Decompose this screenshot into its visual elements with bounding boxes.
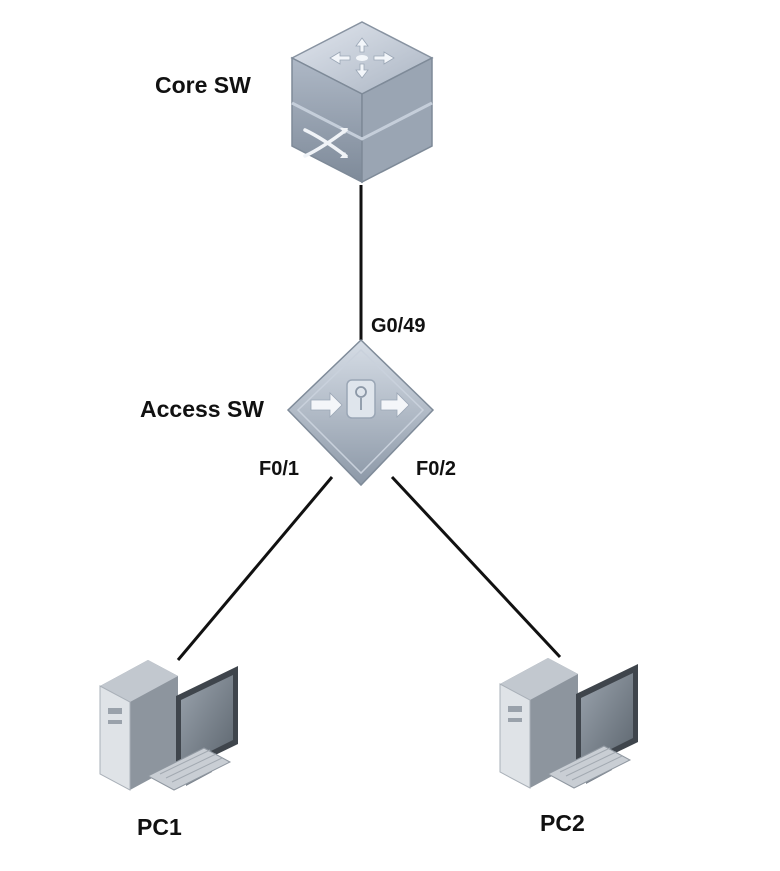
access-switch-icon — [286, 338, 435, 487]
access-switch-label: Access SW — [140, 396, 265, 422]
port-label-f0-2: F0/2 — [416, 458, 457, 480]
link-access-pc1 — [176, 476, 334, 661]
core-switch-label: Core SW — [155, 72, 251, 98]
layer3-switch-icon — [290, 21, 434, 184]
port-label-f0-1: F0/1 — [259, 458, 300, 480]
link-access-pc2 — [390, 475, 562, 659]
pc1-label: PC1 — [137, 814, 182, 840]
desktop-pc-icon — [99, 660, 238, 791]
port-label-g0-49: G0/49 — [371, 315, 426, 337]
desktop-pc-icon — [499, 658, 638, 789]
pc2-label: PC2 — [540, 810, 585, 836]
